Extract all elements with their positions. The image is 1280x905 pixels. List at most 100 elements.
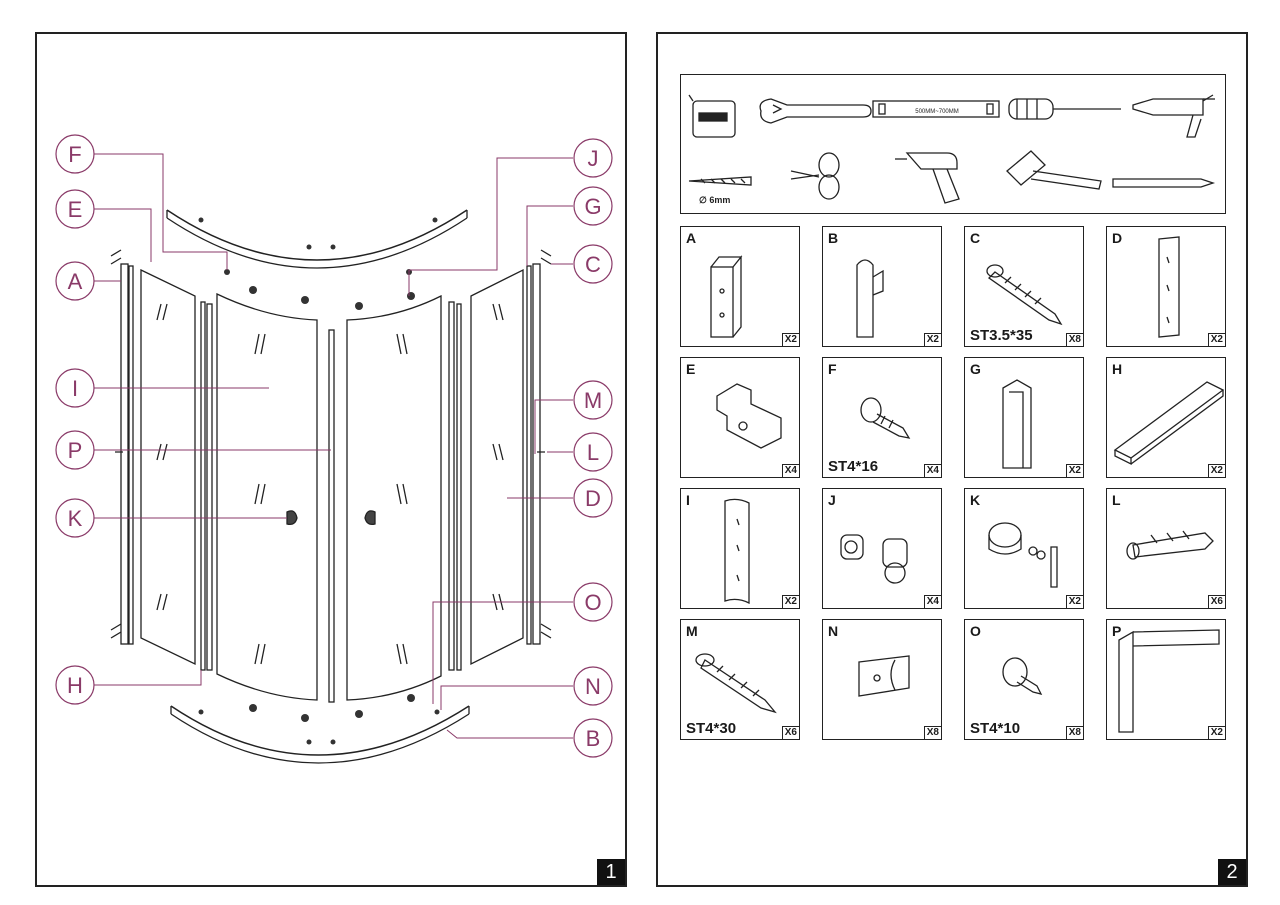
part-quantity: X2	[923, 333, 942, 347]
part-cell-n: N X8	[822, 619, 942, 740]
part-quantity: X8	[1065, 726, 1084, 740]
part-letter: J	[828, 492, 836, 508]
callout-l: L	[573, 432, 613, 472]
callout-i: I	[55, 368, 95, 408]
caulking-gun-icon	[1132, 94, 1215, 138]
part-letter: C	[970, 230, 981, 246]
part-quantity: X2	[1065, 464, 1084, 478]
tools-panel: 500MM~700MM ∅ 6mm	[680, 74, 1226, 214]
part-n-icon	[858, 655, 910, 697]
callout-p: P	[55, 430, 95, 470]
part-cell-p: P X2	[1106, 619, 1226, 740]
part-quantity: X2	[1207, 726, 1226, 740]
part-e-icon	[716, 383, 782, 449]
part-quantity: X6	[781, 726, 800, 740]
page-2-parts-list: 500MM~700MM ∅ 6mm	[656, 32, 1248, 887]
part-cell-i: I X2	[680, 488, 800, 609]
level-text: 500MM~700MM	[915, 109, 959, 115]
callout-letter: H	[67, 673, 83, 698]
part-letter: H	[1112, 361, 1123, 377]
part-o-icon	[1002, 657, 1043, 695]
callout-letter: J	[588, 146, 599, 171]
callout-letter: K	[68, 506, 83, 531]
callout-d: D	[573, 478, 613, 518]
callout-c: C	[573, 244, 613, 284]
part-spec: ST4*10	[970, 720, 1021, 737]
scissors-icon	[790, 152, 840, 200]
exploded-drawing: FE A I P K H JGC M LD O NB	[55, 134, 613, 764]
drill-bit-text: ∅ 6mm	[699, 195, 730, 205]
power-drill-icon	[895, 152, 960, 204]
part-letter: P	[1112, 623, 1122, 639]
callout-j: J	[573, 138, 613, 178]
part-cell-l: L X6	[1106, 488, 1226, 609]
part-quantity: X2	[1065, 595, 1084, 609]
part-quantity: X4	[923, 595, 942, 609]
page-number: 1	[597, 859, 625, 885]
part-j-icon	[840, 534, 908, 584]
callout-n: N	[573, 666, 613, 706]
part-quantity: X6	[1207, 595, 1226, 609]
part-h-icon	[1113, 381, 1225, 466]
part-p-icon	[1118, 629, 1220, 733]
callout-letter: I	[72, 376, 78, 401]
part-letter: M	[686, 623, 698, 639]
page-number: 2	[1218, 859, 1246, 885]
part-k-icon	[988, 522, 1058, 588]
part-letter: O	[970, 623, 981, 639]
callout-letter: M	[584, 388, 602, 413]
spirit-level-icon: 500MM~700MM	[872, 100, 1000, 118]
part-cell-a: A X2	[680, 226, 800, 347]
part-letter: L	[1112, 492, 1121, 508]
drill-bit-icon: ∅ 6mm	[688, 176, 752, 205]
part-quantity: X2	[781, 333, 800, 347]
part-i-icon	[724, 498, 750, 605]
callout-letter: L	[587, 440, 599, 465]
callout-o: O	[573, 582, 613, 622]
part-cell-b: B X2	[822, 226, 942, 347]
part-letter: N	[828, 623, 839, 639]
part-letter: E	[686, 361, 696, 377]
callout-letter: N	[585, 674, 601, 699]
part-letter: F	[828, 361, 837, 377]
callout-b: B	[573, 718, 613, 758]
callout-f: F	[55, 134, 95, 174]
callout-letter: O	[584, 590, 601, 615]
callout-a: A	[55, 261, 95, 301]
callout-h: H	[55, 665, 95, 705]
part-quantity: X2	[1207, 464, 1226, 478]
callout-letter: P	[68, 438, 83, 463]
part-quantity: X2	[781, 595, 800, 609]
part-quantity: X4	[923, 464, 942, 478]
callout-k: K	[55, 498, 95, 538]
part-letter: B	[828, 230, 839, 246]
part-cell-h: H X2	[1106, 357, 1226, 478]
part-quantity: X8	[923, 726, 942, 740]
part-letter: K	[970, 492, 981, 508]
part-cell-j: J X4	[822, 488, 942, 609]
part-cell-g: G X2	[964, 357, 1084, 478]
callout-letter: E	[68, 197, 83, 222]
part-c-icon	[986, 264, 1063, 326]
part-l-icon	[1126, 530, 1214, 560]
part-cell-k: K X2	[964, 488, 1084, 609]
mallet-icon	[1006, 150, 1102, 190]
part-a-icon	[710, 255, 743, 338]
callout-g: G	[573, 186, 613, 226]
part-g-icon	[1002, 379, 1032, 469]
tape-measure-icon	[688, 94, 736, 138]
part-letter: I	[686, 492, 690, 508]
part-letter: G	[970, 361, 981, 377]
part-b-icon	[856, 259, 884, 338]
callout-m: M	[573, 380, 613, 420]
part-spec: ST3.5*35	[970, 327, 1033, 344]
callout-letter: A	[68, 269, 83, 294]
part-letter: A	[686, 230, 697, 246]
part-cell-o: O ST4*10 X8	[964, 619, 1084, 740]
part-m-icon	[695, 653, 777, 714]
